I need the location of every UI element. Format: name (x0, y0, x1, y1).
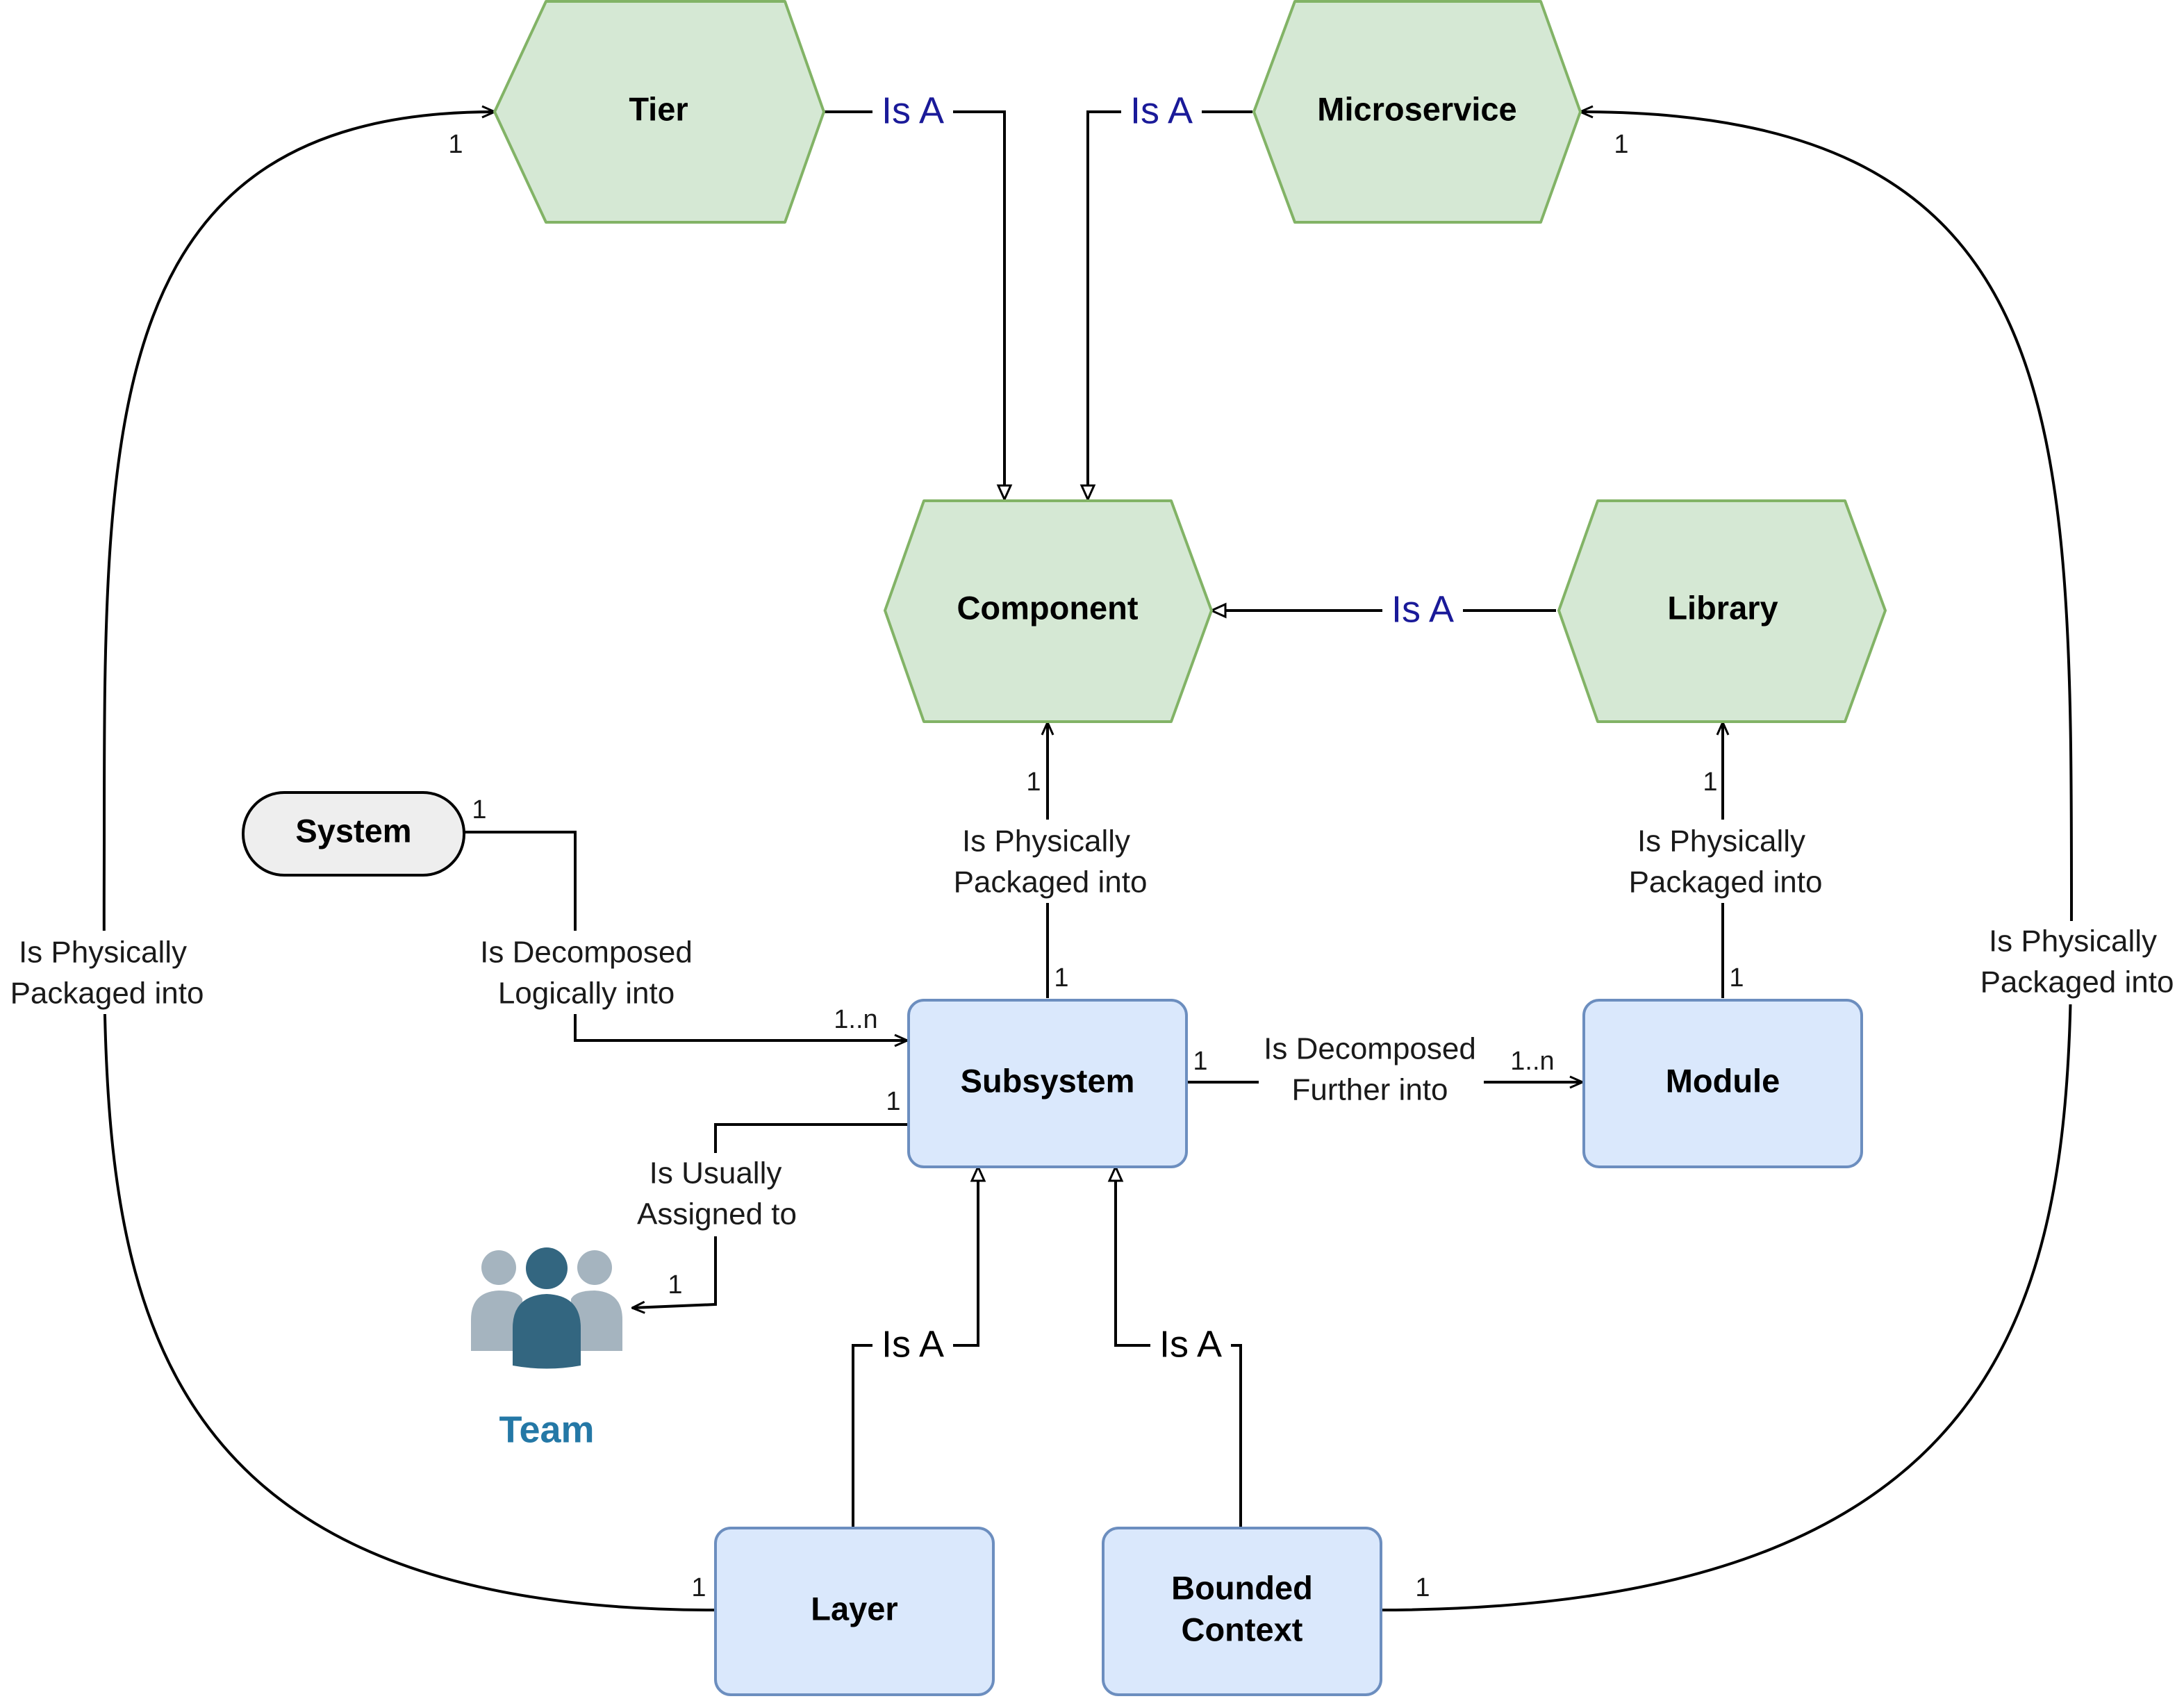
mult-subsystem-in: 1..n (834, 1005, 877, 1034)
isa-text-tier: Is A (882, 90, 944, 131)
label-layer-tier: Is Physically Packaged into (0, 931, 215, 1014)
mult-subsystem-left: 1 (886, 1087, 900, 1116)
packaged-line2-bc: Packaged into (1980, 965, 2174, 999)
library-node[interactable]: Library (1557, 499, 1887, 723)
component-node[interactable]: Component (884, 499, 1213, 723)
label-subsystem-component: Is Physically Packaged into (938, 820, 1157, 903)
bounded-context-label-line2: Context (1182, 1611, 1303, 1648)
packaged-line2-subsystem: Packaged into (954, 865, 1148, 899)
bounded-context-label-line1: Bounded (1171, 1569, 1313, 1606)
label-subsystem-team: Is Usually Assigned to (624, 1153, 809, 1236)
system-node[interactable]: System (242, 791, 465, 877)
mult-system: 1 (472, 795, 486, 824)
people-group-icon (471, 1247, 622, 1369)
edge-tier-isa-component (822, 110, 1004, 499)
tier-label: Tier (629, 90, 688, 127)
isa-label-layer: Is A (872, 1323, 953, 1367)
isa-label-microservice: Is A (1121, 90, 1202, 133)
component-label: Component (957, 589, 1138, 626)
mult-team: 1 (668, 1270, 682, 1300)
mult-library: 1 (1703, 767, 1717, 797)
microservice-label: Microservice (1317, 90, 1516, 127)
module-node[interactable]: Module (1582, 999, 1863, 1168)
label-subsystem-module: Is Decomposed Further into (1259, 1028, 1484, 1111)
packaged-line1-subsystem: Is Physically (962, 824, 1130, 858)
tier-node[interactable]: Tier (493, 0, 825, 224)
isa-label-tier: Is A (872, 90, 953, 133)
system-label: System (295, 812, 411, 849)
bounded-context-node[interactable]: Bounded Context (1102, 1527, 1382, 1696)
layer-node[interactable]: Layer (714, 1527, 995, 1696)
packaged-line1-module: Is Physically (1637, 824, 1805, 858)
isa-label-library: Is A (1382, 588, 1463, 632)
module-label: Module (1666, 1062, 1780, 1099)
label-module-library: Is Physically Packaged into (1613, 820, 1833, 903)
isa-text-microservice: Is A (1130, 90, 1193, 131)
mult-layer: 1 (691, 1573, 706, 1602)
packaged-line2-module: Packaged into (1629, 865, 1823, 899)
label-system-subsystem: Is Decomposed Logically into (467, 931, 693, 1014)
edge-layer-tier (102, 112, 715, 1611)
mult-subsystem-top: 1 (1054, 963, 1068, 993)
isa-text-layer: Is A (882, 1323, 944, 1365)
isa-text-library: Is A (1391, 588, 1454, 630)
assigned-line1: Is Usually (650, 1156, 782, 1190)
team-node[interactable]: Team (471, 1247, 622, 1450)
isa-label-bounded-context: Is A (1150, 1323, 1231, 1367)
mult-module-in: 1..n (1510, 1047, 1554, 1076)
decomposed-logically-line1: Is Decomposed (480, 936, 693, 970)
edge-microservice-isa-component (1088, 110, 1252, 499)
microservice-hex (1252, 0, 1582, 224)
multiplicities: 1 1 1 1 1 1 1 1..n 1 1..n 1 1 1 1 (448, 130, 1744, 1602)
mult-tier: 1 (448, 130, 463, 159)
module-shape (1582, 999, 1863, 1168)
mult-module-top: 1 (1729, 963, 1744, 993)
packaged-line1-bc: Is Physically (1989, 924, 2157, 959)
layer-label: Layer (811, 1590, 897, 1627)
tier-hex (493, 0, 825, 224)
microservice-node[interactable]: Microservice (1252, 0, 1582, 224)
label-bc-microservice: Is Physically Packaged into (1966, 921, 2181, 1004)
library-hex (1557, 499, 1887, 723)
bounded-context-shape (1102, 1527, 1382, 1696)
subsystem-label: Subsystem (961, 1062, 1135, 1099)
isa-text-bounded-context: Is A (1159, 1323, 1222, 1365)
component-hex (884, 499, 1213, 723)
team-label: Team (499, 1409, 594, 1450)
packaged-line2-layer: Packaged into (10, 977, 204, 1011)
subsystem-node[interactable]: Subsystem (907, 999, 1188, 1168)
system-shape (242, 791, 465, 877)
mult-microservice: 1 (1614, 130, 1628, 159)
decomposed-further-line2: Further into (1292, 1073, 1448, 1107)
layer-shape (714, 1527, 995, 1696)
library-label: Library (1667, 589, 1778, 626)
subsystem-shape (907, 999, 1188, 1168)
assigned-line2: Assigned to (637, 1197, 797, 1231)
decomposed-further-line1: Is Decomposed (1264, 1032, 1476, 1066)
edge-bc-microservice (1378, 112, 2074, 1611)
mult-subsystem-right: 1 (1193, 1047, 1207, 1076)
packaged-line1-layer: Is Physically (19, 936, 187, 970)
decomposed-logically-line2: Logically into (498, 977, 675, 1011)
mult-bounded-context: 1 (1415, 1573, 1430, 1602)
mult-component: 1 (1026, 767, 1041, 797)
